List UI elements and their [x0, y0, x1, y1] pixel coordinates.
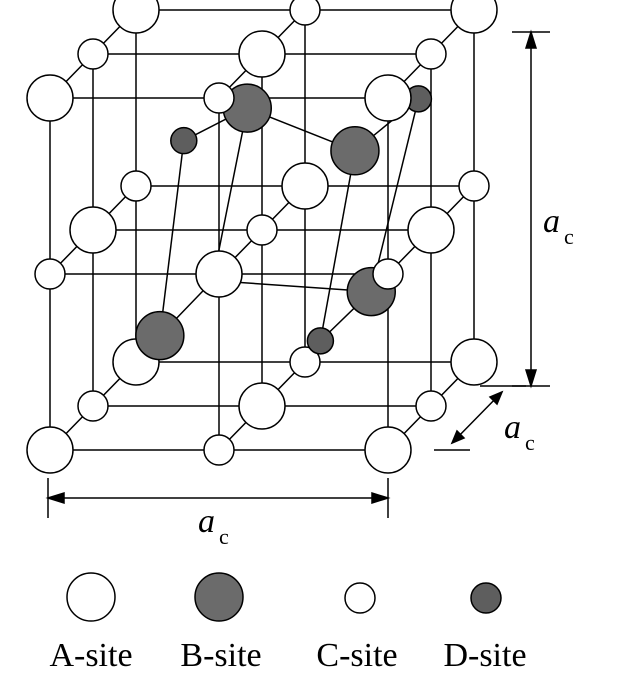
- legend-c-site-label: C-site: [316, 637, 397, 674]
- c-site-atom: [34, 258, 66, 290]
- dimension-height-label: a: [543, 203, 560, 240]
- legend-a-site-marker: [66, 572, 116, 622]
- c-site-atom: [289, 0, 321, 26]
- c-site-atom: [77, 390, 109, 422]
- a-site-atom: [407, 206, 455, 254]
- dimension-depth: [434, 385, 526, 451]
- a-site-atom: [26, 426, 74, 474]
- c-site-atom: [77, 38, 109, 70]
- c-site-atom: [203, 434, 235, 466]
- c-site-atom: [415, 390, 447, 422]
- c-site-atom: [203, 82, 235, 114]
- a-site-atom: [195, 250, 243, 298]
- dimension-depth-subscript: c: [525, 430, 535, 455]
- dimension-width: [45, 478, 391, 518]
- a-site-atom: [450, 0, 498, 34]
- c-site-atom: [120, 170, 152, 202]
- dimension-width-label: a: [198, 503, 215, 540]
- c-site-atom: [246, 214, 278, 246]
- bond-line: [370, 98, 420, 292]
- c-site-atom: [372, 258, 404, 290]
- a-site-atom: [69, 206, 117, 254]
- a-site-atom: [364, 426, 412, 474]
- dimension-depth-label: a: [504, 409, 521, 446]
- a-site-atom: [364, 74, 412, 122]
- c-site-atom: [289, 346, 321, 378]
- legend-c-site-marker: [344, 582, 376, 614]
- legend-d-site-marker: [470, 582, 502, 614]
- a-site-atom: [238, 30, 286, 78]
- dimension-width-subscript: c: [219, 524, 229, 549]
- bond-line: [159, 140, 185, 336]
- legend-b-site-label: B-site: [180, 637, 261, 674]
- legend-d-site-label: D-site: [443, 637, 526, 674]
- a-site-atom: [112, 0, 160, 34]
- legend-b-site-marker: [194, 572, 244, 622]
- a-site-atom: [238, 382, 286, 430]
- c-site-atom: [415, 38, 447, 70]
- legend: A-site B-site C-site D-site: [49, 572, 527, 674]
- a-site-atom: [450, 338, 498, 386]
- d-site-atom: [170, 126, 198, 155]
- a-site-atom: [26, 74, 74, 122]
- c-site-atom: [458, 170, 490, 202]
- b-site-atom: [135, 310, 185, 361]
- b-site-atom: [330, 126, 380, 176]
- bond-line: [319, 150, 356, 342]
- dimension-height-subscript: c: [564, 224, 574, 249]
- a-site-atom: [281, 162, 329, 210]
- lattice-atoms: [26, 0, 498, 474]
- legend-a-site-label: A-site: [49, 637, 132, 674]
- d-site-atom: [306, 327, 335, 355]
